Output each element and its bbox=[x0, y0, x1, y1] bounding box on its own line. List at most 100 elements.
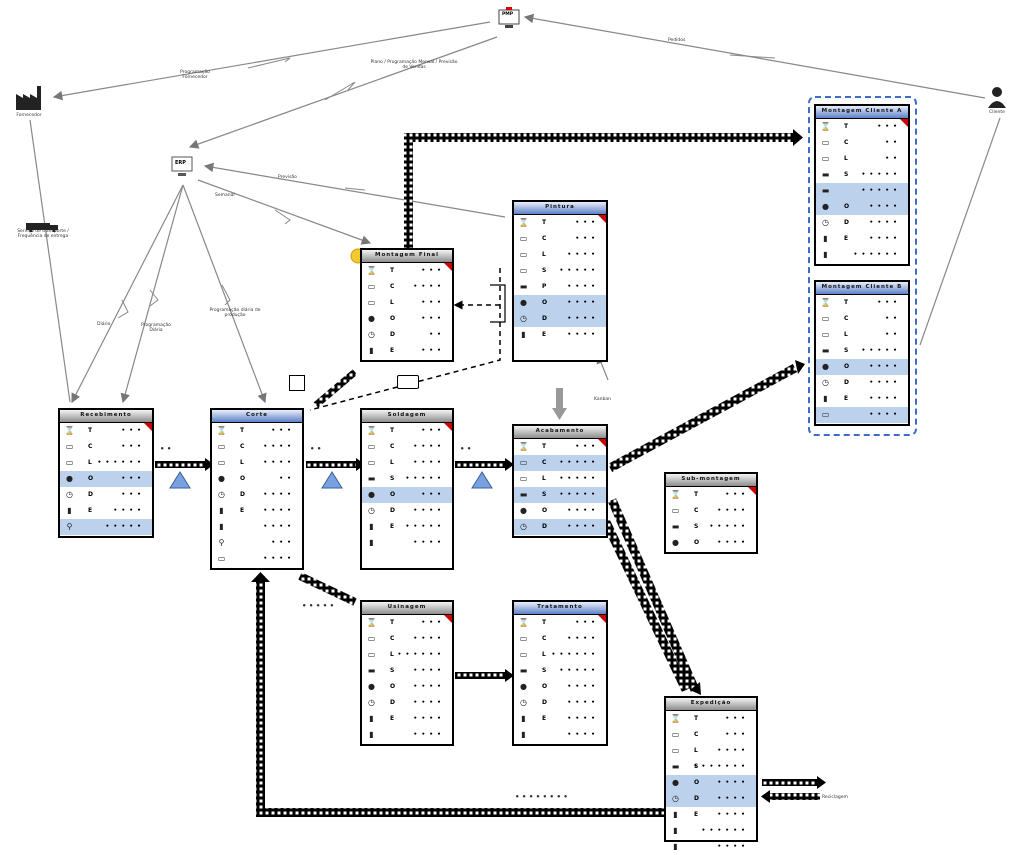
process-row: ▭S• • • • • bbox=[514, 263, 606, 279]
note-between-3-4: • • bbox=[460, 445, 472, 453]
row-icon: ⌛ bbox=[366, 426, 377, 435]
supplier-delivery-line bbox=[29, 119, 71, 403]
customer-label: Cliente bbox=[989, 110, 1005, 115]
process-row: ▮• • • • bbox=[362, 727, 452, 743]
process-row: ▭L• • bbox=[816, 327, 908, 343]
row-value: • • • • • bbox=[559, 459, 596, 466]
process-row: ▬S• • • • • bbox=[514, 487, 606, 503]
row-icon: ● bbox=[368, 682, 375, 691]
row-value: • • • • bbox=[567, 283, 596, 290]
row-icon: ▮ bbox=[823, 250, 828, 259]
process-box-5[interactable]: Pintura⌛T• • •▭C• • •▭L• • • •▭S• • • • … bbox=[512, 200, 608, 362]
row-value: • • • • bbox=[869, 203, 898, 210]
alert-flag-icon bbox=[598, 215, 606, 223]
kanban-card[interactable] bbox=[397, 375, 419, 389]
row-key: T bbox=[694, 491, 699, 498]
row-icon: ▮ bbox=[673, 810, 678, 819]
row-icon: ▭ bbox=[65, 442, 74, 451]
process-row: ▭L• • • • bbox=[212, 455, 302, 471]
weekly-label: Semanal bbox=[215, 193, 235, 198]
process-row: ▬P• • • • bbox=[514, 279, 606, 295]
row-value: • • • • bbox=[413, 635, 442, 642]
process-row: ◷D• • • bbox=[60, 487, 152, 503]
process-box-8[interactable]: Tratamento⌛T• • •▭C• • • •▭L• • • • • •▬… bbox=[512, 600, 608, 746]
row-key: T bbox=[844, 299, 849, 306]
process-box-9[interactable]: Expedição⌛T• • •▭C• • •▭L• • • •▬S• • • … bbox=[664, 696, 758, 851]
process-box-6[interactable]: Acabamento⌛T• • •▭C• • • • •▭L• • • • •▬… bbox=[512, 424, 608, 538]
row-key: L bbox=[240, 459, 244, 466]
row-icon: ▭ bbox=[821, 154, 830, 163]
row-value: • • • • bbox=[869, 395, 898, 402]
process-row: ▮E• • • bbox=[362, 343, 452, 359]
erp-node[interactable]: ERP bbox=[171, 156, 193, 180]
alert-flag-icon bbox=[144, 423, 152, 431]
row-key: O bbox=[390, 491, 396, 498]
row-key: O bbox=[844, 203, 850, 210]
row-key: S bbox=[542, 267, 547, 274]
note-between-1-2: • • bbox=[160, 445, 172, 453]
row-key: L bbox=[390, 299, 394, 306]
process-title: Montagem Cliente A bbox=[816, 106, 908, 119]
process-box-1[interactable]: Recebimento⌛T• • •▭C• • •▭L• • • • • •●O… bbox=[58, 408, 154, 538]
row-icon: ▬ bbox=[671, 762, 680, 771]
process-row: ▭C• • • • • bbox=[514, 455, 606, 471]
push-arrows bbox=[155, 129, 826, 817]
row-value: • • • • bbox=[263, 507, 292, 514]
process-box-3[interactable]: Soldagem⌛T• • •▭C• • • •▭L• • • •▬S• • •… bbox=[360, 408, 454, 570]
row-value: • • • • • • bbox=[853, 251, 898, 258]
orders-line bbox=[523, 13, 986, 99]
process-row: ▭C• • • • bbox=[362, 439, 452, 455]
row-key: T bbox=[88, 427, 93, 434]
customer-icon bbox=[988, 87, 1006, 108]
process-box-10[interactable]: Montagem Cliente A⌛T• • •▭C• •▭L• •▬S• •… bbox=[814, 104, 910, 266]
row-icon: ⌛ bbox=[670, 490, 681, 499]
row-key: L bbox=[542, 251, 546, 258]
row-value: • • • bbox=[121, 491, 142, 498]
computer-icon bbox=[498, 7, 520, 28]
process-box-2[interactable]: Corte⌛T• • •▭C• • • •▭L• • • •●O• •◷D• •… bbox=[210, 408, 304, 570]
customer-node[interactable]: Cliente bbox=[985, 86, 1009, 122]
process-box-11[interactable]: Montagem Cliente B⌛T• • •▭C• •▭L• •▬S• •… bbox=[814, 280, 910, 426]
process-row: ▮E• • • • bbox=[816, 391, 908, 407]
row-key: L bbox=[844, 331, 848, 338]
row-key: L bbox=[694, 747, 698, 754]
row-icon: ▬ bbox=[367, 474, 376, 483]
daily-line-1 bbox=[71, 184, 184, 404]
row-key: O bbox=[240, 475, 246, 482]
alert-flag-icon bbox=[900, 119, 908, 127]
row-key: C bbox=[390, 443, 395, 450]
process-row: ▬S• • • • • bbox=[816, 343, 908, 359]
process-row: ▬S• • • • • bbox=[514, 663, 606, 679]
row-icon: ● bbox=[822, 362, 829, 371]
row-key: O bbox=[542, 299, 548, 306]
process-box-7[interactable]: Usinagem⌛T• • •▭C• • • •▭L• • • • • •▬S•… bbox=[360, 600, 454, 746]
row-key: O bbox=[694, 539, 700, 546]
process-box-12[interactable]: Sub-montagem⌛T• • •▭C• • • •▬S• • • • •●… bbox=[664, 472, 758, 554]
row-value: • • • • • bbox=[405, 475, 442, 482]
customer-line bbox=[919, 117, 1001, 346]
row-key: T bbox=[542, 619, 547, 626]
row-value: • • • • • bbox=[405, 523, 442, 530]
process-row: ◷D• • • • bbox=[514, 519, 606, 535]
row-value: • • bbox=[279, 475, 292, 482]
row-key: L bbox=[542, 475, 546, 482]
row-value: • • bbox=[885, 155, 898, 162]
row-value: • • • • bbox=[263, 443, 292, 450]
row-icon: ▭ bbox=[671, 746, 680, 755]
row-icon: ▮ bbox=[673, 826, 678, 835]
row-icon: ◷ bbox=[218, 490, 225, 499]
row-value: • • • • • bbox=[559, 667, 596, 674]
row-value: • • • • bbox=[717, 843, 746, 850]
weekly-line bbox=[197, 179, 372, 245]
row-value: • • • • bbox=[567, 507, 596, 514]
kanban-post[interactable] bbox=[289, 375, 305, 391]
plan-label: Plano / Programação Mensal / Previsão de… bbox=[370, 60, 458, 70]
row-key: E bbox=[390, 523, 395, 530]
row-key: O bbox=[542, 507, 548, 514]
row-icon: ▬ bbox=[519, 490, 528, 499]
supplier-node[interactable]: Fornecedor bbox=[14, 82, 44, 122]
process-box-4[interactable]: Montagem Final⌛T• • •▭C• • • •▭L• • •●O•… bbox=[360, 248, 454, 362]
pmp-node[interactable]: PMP bbox=[497, 7, 521, 31]
computer-icon bbox=[171, 156, 193, 176]
row-value: • • • • bbox=[717, 779, 746, 786]
